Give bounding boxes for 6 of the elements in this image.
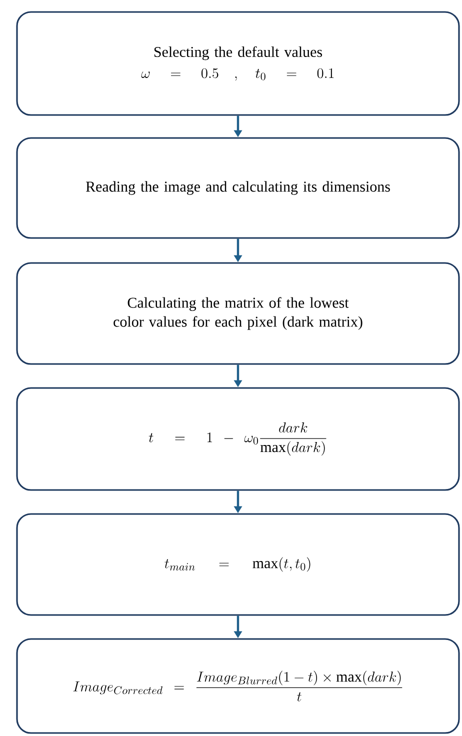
process-box: Selecting the default values $\omega = 0.5 \quad , \quad t_0 = 0.1$ [16, 11, 460, 116]
process-box: $t_{main} = \max(t, t_0)$ [16, 513, 460, 616]
process-box: $t = 1 - \omega_0 \frac{dark}{\max(dark)}$ [16, 387, 460, 491]
process-box: Reading the image and calculating its dimensions [16, 137, 460, 239]
process-box: $Image_{Corrected} = \frac{Image_{Blurred}(1-t)\times \max(dark)}{t}$ [16, 638, 460, 734]
process-box: Calculating the matrix of the lowest color values for each pixel (dark matrix) [16, 262, 460, 365]
